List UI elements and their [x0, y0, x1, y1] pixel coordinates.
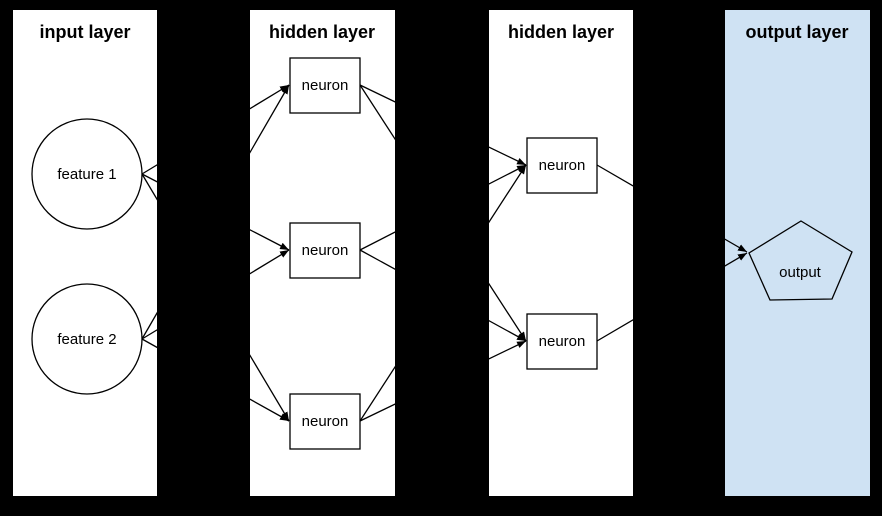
edges	[141, 84, 748, 422]
output-node	[748, 220, 853, 301]
input-layer-panel	[13, 10, 157, 496]
edge-feature1-neuron1c	[141, 173, 290, 422]
edge-neuron1c-neuron2b	[359, 340, 527, 422]
edge-feature2-neuron1c	[141, 338, 290, 422]
edge-neuron2b-output	[596, 252, 748, 342]
feature-1-label: feature 1	[57, 166, 116, 183]
output-layer-title: output layer	[745, 22, 848, 42]
feature-1-node	[31, 118, 143, 230]
output-label: output	[779, 264, 822, 281]
edge-neuron1b-neuron2a	[359, 164, 527, 251]
edge-feature2-neuron1b	[141, 249, 290, 340]
edge-feature1-neuron1a	[141, 84, 290, 175]
hidden2-neuron-2-node	[526, 313, 598, 370]
edge-feature2-neuron1a	[141, 84, 290, 340]
hidden1-neuron-2-label: neuron	[302, 242, 349, 259]
nodes	[31, 57, 853, 450]
hidden1-neuron-3-label: neuron	[302, 413, 349, 430]
edge-neuron1b-neuron2b	[359, 249, 527, 342]
hidden1-neuron-1-label: neuron	[302, 77, 349, 94]
edge-neuron2a-output	[596, 164, 748, 253]
hidden-layer-2-title: hidden layer	[508, 22, 614, 42]
hidden2-neuron-2-label: neuron	[539, 333, 586, 350]
hidden1-neuron-1-node	[289, 57, 361, 114]
feature-2-label: feature 2	[57, 331, 116, 348]
input-layer-title: input layer	[39, 22, 130, 42]
node-labels: feature 1 feature 2 neuron neuron neuron…	[57, 77, 821, 430]
hidden2-neuron-1-node	[526, 137, 598, 194]
layer-titles: input layer hidden layer hidden layer ou…	[39, 22, 848, 42]
hidden-layer-1-title: hidden layer	[269, 22, 375, 42]
hidden1-neuron-3-node	[289, 393, 361, 450]
edge-neuron1a-neuron2a	[359, 84, 527, 166]
hidden1-neuron-2-node	[289, 222, 361, 279]
hidden-layer-2-panel	[489, 10, 633, 496]
hidden2-neuron-1-label: neuron	[539, 157, 586, 174]
feature-2-node	[31, 283, 143, 395]
edge-neuron1c-neuron2a	[359, 164, 527, 422]
edge-neuron1a-neuron2b	[359, 84, 527, 342]
